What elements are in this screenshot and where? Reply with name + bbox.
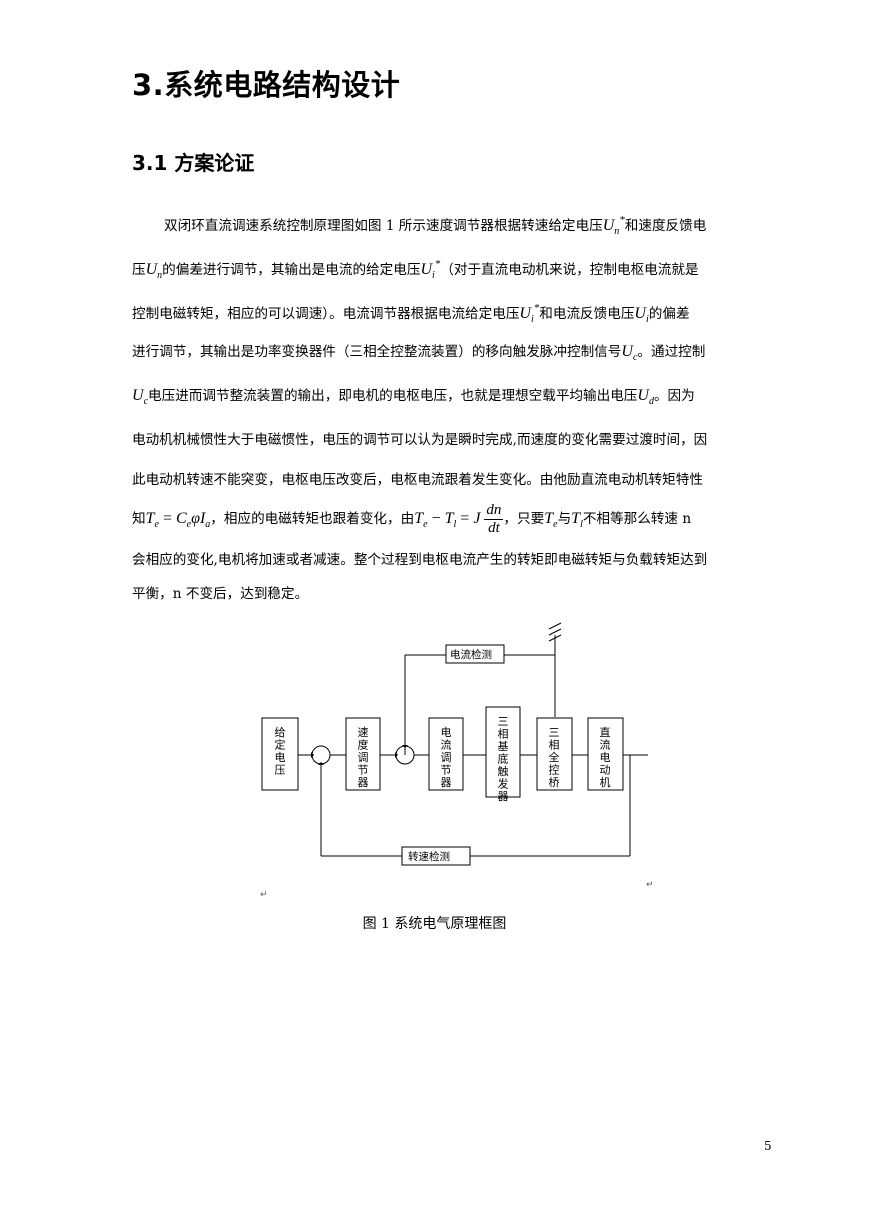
block-label-3: 电流调节器 <box>441 726 452 789</box>
label-current-detect: 电流检测 <box>450 648 492 661</box>
block-reference-voltage <box>261 717 299 791</box>
symbol-Ui-star: Ui* <box>519 302 540 325</box>
label-speed-detect: 转速检测 <box>408 850 450 863</box>
chapter-heading: 3.系统电路结构设计 <box>132 68 401 102</box>
symbol-Un: Un <box>145 261 163 281</box>
system-block-diagram: 电流检测 转速检测 给定电压 速度调节器 电流调节器 三相基底触发器 三相全控桥 直流电动… <box>260 622 654 900</box>
return-mark: ↵ <box>260 890 268 900</box>
block-label-4: 三相基底触发器 <box>498 715 509 803</box>
return-mark: ↵ <box>646 880 654 890</box>
block-label-5: 三相全控桥 <box>549 726 560 789</box>
symbol-Ud: Ud <box>637 387 654 407</box>
block-label-1: 给定电压 <box>275 726 286 777</box>
block-rectifier-bridge <box>536 717 573 791</box>
symbol-Ui: Ui <box>634 305 649 325</box>
symbol-Uc: Uc <box>132 387 149 407</box>
symbol-Un-star: Un* <box>602 214 625 237</box>
summing-junction-1 <box>311 745 331 765</box>
block-label-2: 速度调节器 <box>358 726 369 789</box>
symbol-Uc: Uc <box>621 343 638 363</box>
block-current-detect <box>445 644 505 664</box>
block-dc-motor <box>587 717 624 791</box>
block-speed-detect <box>401 846 471 866</box>
block-label-6: 直流电动机 <box>600 725 611 789</box>
page-number: 5 <box>764 1139 772 1153</box>
block-current-regulator <box>428 717 464 791</box>
equation-torque: Te = CeφIa <box>145 510 211 531</box>
block-speed-regulator <box>345 717 381 791</box>
symbol-Te: Te <box>544 510 558 531</box>
block-trigger <box>485 706 521 798</box>
symbol-Tl: Tl <box>571 510 583 531</box>
section-heading: 3.1 方案论证 <box>132 151 255 175</box>
figure-caption: 图 1 系统电气原理框图 <box>362 916 507 932</box>
symbol-Ui-star: Ui* <box>420 258 441 281</box>
